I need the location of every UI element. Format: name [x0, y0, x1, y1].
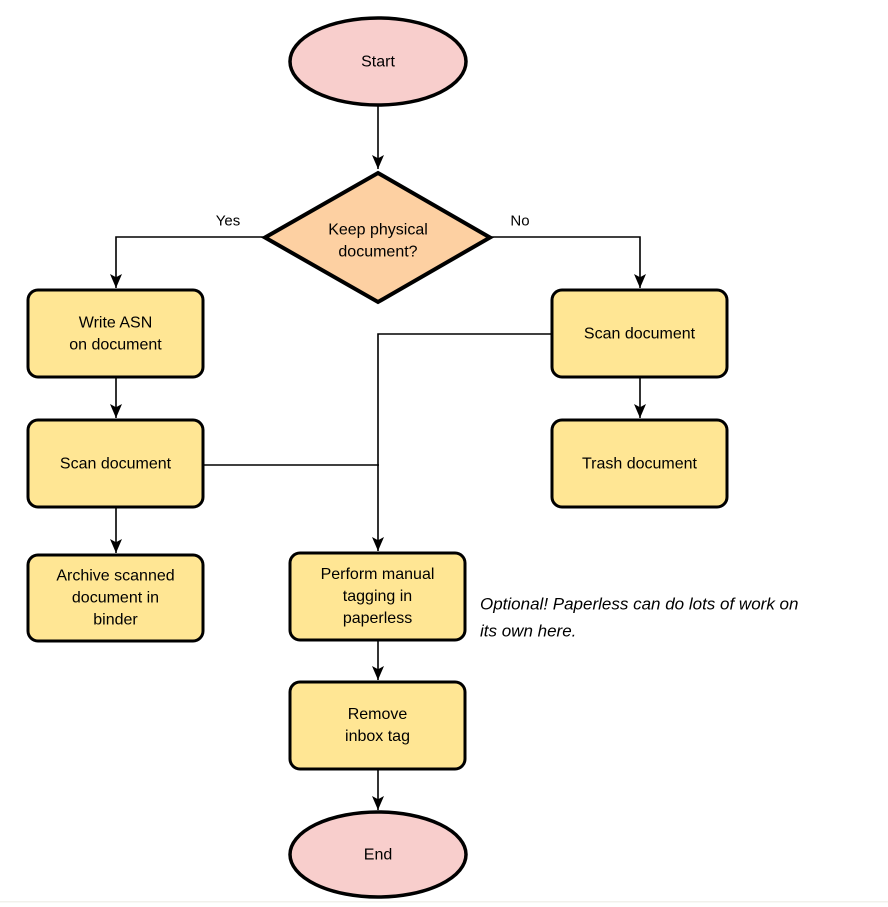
node-trash-document: Trash document: [550, 418, 729, 509]
tagging-label-line2: tagging in: [343, 588, 412, 605]
archive-label-line3: binder: [93, 612, 138, 629]
trash-label: Trash document: [582, 456, 698, 473]
node-archive-binder: Archive scanned document in binder: [26, 553, 205, 643]
node-manual-tagging: Perform manual tagging in paperless: [288, 551, 467, 642]
edge-label-yes: Yes: [216, 213, 240, 230]
archive-box: [26, 553, 205, 643]
edge-scan-right-to-tagging: [372, 333, 552, 551]
node-scan-document-left: Scan document: [26, 418, 205, 509]
annotation-optional-note: Optional! Paperless can do lots of work …: [480, 595, 798, 641]
tagging-label-line1: Perform manual: [321, 566, 435, 583]
end-ellipse: [288, 810, 468, 899]
node-end: End: [288, 810, 468, 899]
scan-left-box: [26, 418, 205, 509]
decision-diamond: [260, 170, 495, 305]
annotation-line2: its own here.: [480, 622, 576, 641]
tagging-label-line3: paperless: [343, 610, 412, 627]
scan-right-label: Scan document: [584, 326, 696, 343]
remove-inbox-label-line1: Remove: [348, 706, 408, 723]
trash-box: [550, 418, 729, 509]
annotation-line1: Optional! Paperless can do lots of work …: [480, 595, 798, 614]
edge-label-no: No: [510, 213, 529, 230]
end-label: End: [364, 847, 392, 864]
remove-inbox-box: [288, 680, 467, 771]
edge-decision-yes-to-write-asn: [110, 236, 265, 288]
start-ellipse: [288, 16, 468, 107]
node-write-asn: Write ASN on document: [26, 288, 205, 379]
start-label: Start: [361, 54, 395, 71]
tagging-box: [288, 551, 467, 642]
node-decision-keep-physical: Keep physical document?: [260, 170, 495, 305]
write-asn-label-line1: Write ASN: [79, 315, 153, 332]
node-remove-inbox-tag: Remove inbox tag: [288, 680, 467, 771]
write-asn-label-line2: on document: [69, 337, 162, 354]
node-scan-document-right: Scan document: [550, 288, 729, 379]
archive-label-line2: document in: [72, 590, 159, 607]
remove-inbox-label-line2: inbox tag: [345, 728, 410, 745]
decision-label-line2: document?: [338, 244, 417, 261]
write-asn-box: [26, 288, 205, 379]
scan-left-label: Scan document: [60, 456, 172, 473]
scan-right-box: [550, 288, 729, 379]
decision-label-line1: Keep physical: [328, 222, 428, 239]
archive-label-line1: Archive scanned: [56, 568, 174, 585]
edge-decision-no-to-scan-right: [490, 236, 646, 288]
edges: Yes No: [110, 105, 646, 810]
page-edge-divider: [0, 901, 888, 903]
node-start: Start: [288, 16, 468, 107]
